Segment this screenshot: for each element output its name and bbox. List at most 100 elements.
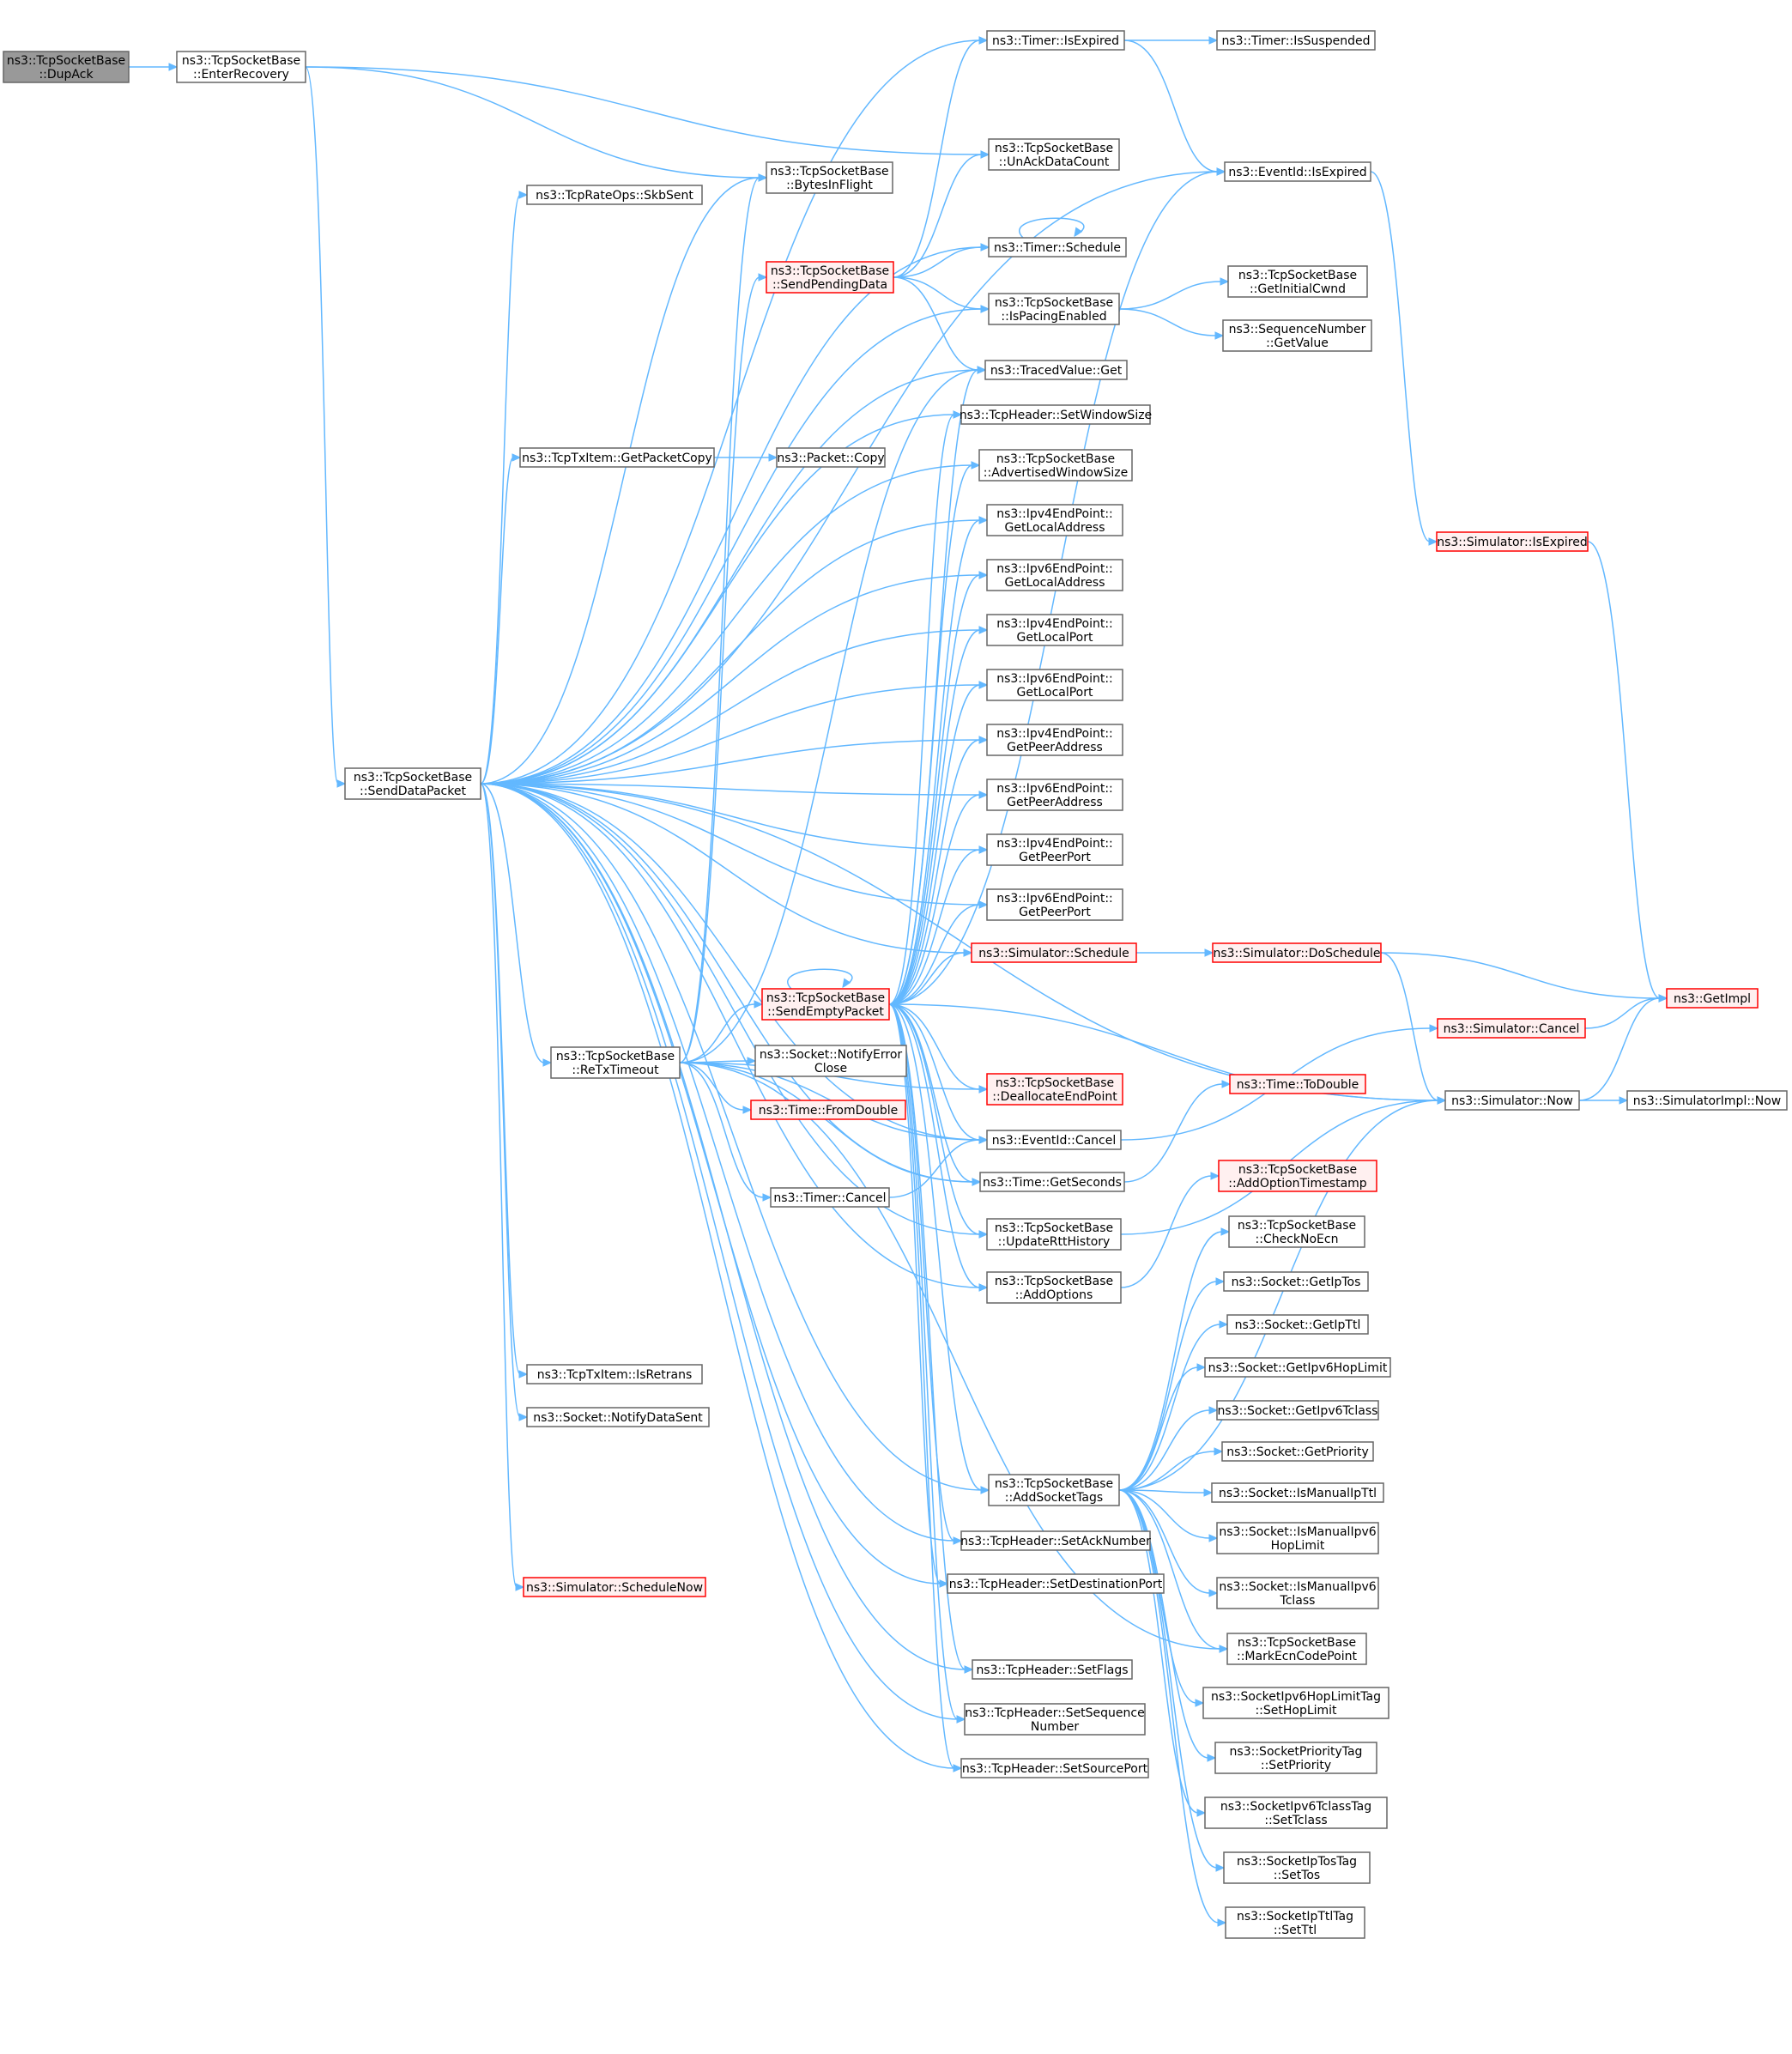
node-skbsent[interactable]: ns3::TcpRateOps::SkbSent	[526, 185, 703, 205]
node-label: ns3::TcpSocketBase	[995, 1275, 1113, 1288]
node-getipttl[interactable]: ns3::Socket::GetIpTtl	[1226, 1314, 1369, 1335]
node-seq_getvalue[interactable]: ns3::SequenceNumber::GetValue	[1222, 319, 1372, 352]
node-label: ns3::SequenceNumber	[1229, 323, 1366, 336]
node-addsockettags[interactable]: ns3::TcpSocketBase::AddSocketTags	[988, 1474, 1120, 1506]
node-getpriority[interactable]: ns3::Socket::GetPriority	[1221, 1441, 1374, 1462]
node-dupack[interactable]: ns3::TcpSocketBase::DupAck	[3, 51, 130, 83]
node-senddatapacket[interactable]: ns3::TcpSocketBase::SendDataPacket	[344, 767, 481, 800]
edge-addsockettags-to-ismanualipttl	[1118, 1489, 1206, 1494]
node-timer_schedule[interactable]: ns3::Timer::Schedule	[988, 237, 1127, 258]
node-ipv6_getpeeraddr[interactable]: ns3::Ipv6EndPoint::GetPeerAddress	[986, 779, 1123, 811]
node-label: ns3::Ipv6EndPoint::	[996, 892, 1113, 906]
node-sendpendingdata[interactable]: ns3::TcpSocketBase::SendPendingData	[766, 261, 894, 294]
node-sim_doschedule[interactable]: ns3::Simulator::DoSchedule	[1212, 942, 1382, 963]
node-box	[3, 51, 130, 83]
node-getseconds[interactable]: ns3::Time::GetSeconds	[979, 1172, 1125, 1192]
node-ipv4_getpeeraddr[interactable]: ns3::Ipv4EndPoint::GetPeerAddress	[986, 724, 1123, 756]
node-ipv4_getlocalport[interactable]: ns3::Ipv4EndPoint::GetLocalPort	[986, 614, 1123, 646]
edge-sendemptypacket-to-sim_now	[888, 1003, 1439, 1101]
node-ipv4_getpeerport[interactable]: ns3::Ipv4EndPoint::GetPeerPort	[986, 833, 1123, 866]
node-sendemptypacket[interactable]: ns3::TcpSocketBase::SendEmptyPacket	[761, 988, 890, 1021]
node-addoptions[interactable]: ns3::TcpSocketBase::AddOptions	[986, 1271, 1122, 1304]
node-ispacingenabled[interactable]: ns3::TcpSocketBase::IsPacingEnabled	[988, 293, 1120, 325]
node-ipv6_getpeerport[interactable]: ns3::Ipv6EndPoint::GetPeerPort	[986, 888, 1123, 921]
node-getpacketcopy[interactable]: ns3::TcpTxItem::GetPacketCopy	[519, 447, 715, 468]
node-setttl[interactable]: ns3::SocketIpTtlTag::SetTtl	[1225, 1906, 1365, 1939]
node-checknoecn[interactable]: ns3::TcpSocketBase::CheckNoEcn	[1228, 1215, 1365, 1248]
node-sim_cancel[interactable]: ns3::Simulator::Cancel	[1437, 1018, 1586, 1039]
node-tracedvalue_get[interactable]: ns3::TracedValue::Get	[984, 360, 1128, 380]
node-label: ::SendPendingData	[772, 278, 887, 292]
edge-sendemptypacket-to-ipv6_getlocaladdr	[888, 574, 981, 1005]
node-setacknumber[interactable]: ns3::TcpHeader::SetAckNumber	[960, 1530, 1151, 1551]
node-bytesinflight[interactable]: ns3::TcpSocketBase::BytesInFlight	[766, 161, 893, 194]
node-box	[776, 447, 886, 468]
node-eventid_cancel[interactable]: ns3::EventId::Cancel	[986, 1130, 1122, 1150]
node-box	[960, 1530, 1151, 1551]
node-label: ns3::Socket::IsManualIpv6	[1219, 1525, 1376, 1539]
node-label: ns3::Time::GetSeconds	[983, 1176, 1122, 1190]
node-setdestport[interactable]: ns3::TcpHeader::SetDestinationPort	[947, 1573, 1165, 1594]
node-label: ns3::TcpSocketBase	[1238, 1163, 1357, 1177]
node-fromdouble[interactable]: ns3::Time::FromDouble	[750, 1100, 906, 1120]
node-box	[1204, 1357, 1391, 1378]
node-notifydatasent[interactable]: ns3::Socket::NotifyDataSent	[526, 1407, 710, 1427]
node-settos[interactable]: ns3::SocketIpTosTag::SetTos	[1223, 1851, 1371, 1884]
node-timer_cancel[interactable]: ns3::Timer::Cancel	[770, 1187, 890, 1208]
node-box	[986, 559, 1123, 591]
node-todouble[interactable]: ns3::Time::ToDouble	[1229, 1074, 1366, 1094]
node-sim_isexpired[interactable]: ns3::Simulator::IsExpired	[1436, 531, 1589, 552]
edge-addsockettags-to-checknoecn	[1118, 1231, 1223, 1491]
node-setflags[interactable]: ns3::TcpHeader::SetFlags	[972, 1659, 1133, 1680]
node-getiptos[interactable]: ns3::Socket::GetIpTos	[1223, 1271, 1369, 1292]
node-box	[770, 1187, 890, 1208]
node-simimpl_now[interactable]: ns3::SimulatorImpl::Now	[1626, 1090, 1788, 1111]
node-packet_copy[interactable]: ns3::Packet::Copy	[776, 447, 886, 468]
node-sim_now[interactable]: ns3::Simulator::Now	[1444, 1090, 1580, 1111]
node-label: ns3::Socket::GetIpv6HopLimit	[1208, 1361, 1388, 1375]
node-box	[766, 261, 894, 294]
edge-senddatapacket-to-setdestport	[480, 783, 941, 1584]
node-advwindowsize[interactable]: ns3::TcpSocketBase::AdvertisedWindowSize	[978, 449, 1133, 482]
node-getinitialcwnd[interactable]: ns3::TcpSocketBase::GetInitialCwnd	[1227, 265, 1368, 298]
node-sethoplimit[interactable]: ns3::SocketIpv6HopLimitTag::SetHopLimit	[1202, 1687, 1389, 1719]
node-box	[1216, 30, 1376, 51]
node-setwindowsize[interactable]: ns3::TcpHeader::SetWindowSize	[960, 404, 1152, 425]
node-isretrans[interactable]: ns3::TcpTxItem::IsRetrans	[526, 1364, 703, 1384]
node-addoptiontimestamp[interactable]: ns3::TcpSocketBase::AddOptionTimestamp	[1218, 1160, 1377, 1192]
node-timer_issuspended[interactable]: ns3::Timer::IsSuspended	[1216, 30, 1376, 51]
node-label: ns3::Time::ToDouble	[1237, 1078, 1359, 1092]
node-timer_isexpired[interactable]: ns3::Timer::IsExpired	[986, 30, 1125, 51]
node-updatertthistory[interactable]: ns3::TcpSocketBase::UpdateRttHistory	[986, 1218, 1122, 1251]
node-ipv4_getlocaladdr[interactable]: ns3::Ipv4EndPoint::GetLocalAddress	[986, 504, 1123, 536]
edge-arrowhead	[1195, 1699, 1205, 1707]
node-getipv6hoplimit[interactable]: ns3::Socket::GetIpv6HopLimit	[1204, 1357, 1391, 1378]
edge-arrowhead	[336, 779, 347, 788]
node-label: GetLocalAddress	[1005, 521, 1105, 535]
node-getipv6tclass[interactable]: ns3::Socket::GetIpv6Tclass	[1216, 1400, 1379, 1421]
node-ipv6_getlocaladdr[interactable]: ns3::Ipv6EndPoint::GetLocalAddress	[986, 559, 1123, 591]
node-setprioritytag[interactable]: ns3::SocketPriorityTag::SetPriority	[1214, 1742, 1377, 1774]
node-retxtimeout[interactable]: ns3::TcpSocketBase::ReTxTimeout	[550, 1046, 681, 1079]
node-enterrecovery[interactable]: ns3::TcpSocketBase::EnterRecovery	[176, 51, 306, 83]
node-getimpl[interactable]: ns3::GetImpl	[1666, 988, 1759, 1009]
node-unackdatacount[interactable]: ns3::TcpSocketBase::UnAckDataCount	[988, 138, 1120, 171]
node-setsourceport[interactable]: ns3::TcpHeader::SetSourcePort	[960, 1758, 1149, 1778]
node-sim_schedule[interactable]: ns3::Simulator::Schedule	[971, 942, 1137, 963]
node-markecncodepoint[interactable]: ns3::TcpSocketBase::MarkEcnCodePoint	[1226, 1633, 1367, 1665]
edge-addsockettags-to-settos	[1118, 1489, 1218, 1869]
node-label: ns3::TcpSocketBase	[556, 1050, 675, 1063]
node-eventid_isexpired[interactable]: ns3::EventId::IsExpired	[1224, 161, 1371, 182]
node-ipv6_getlocalport[interactable]: ns3::Ipv6EndPoint::GetLocalPort	[986, 669, 1123, 701]
node-box	[986, 1271, 1122, 1304]
node-deallocendpoint[interactable]: ns3::TcpSocketBase::DeallocateEndPoint	[986, 1073, 1123, 1106]
node-schedulenow[interactable]: ns3::Simulator::ScheduleNow	[523, 1577, 706, 1597]
node-ismanualipttl[interactable]: ns3::Socket::IsManualIpTtl	[1211, 1482, 1384, 1503]
node-settclass[interactable]: ns3::SocketIpv6TclassTag::SetTclass	[1204, 1796, 1388, 1829]
edge-arrowhead	[978, 1230, 989, 1239]
node-box	[947, 1573, 1165, 1594]
